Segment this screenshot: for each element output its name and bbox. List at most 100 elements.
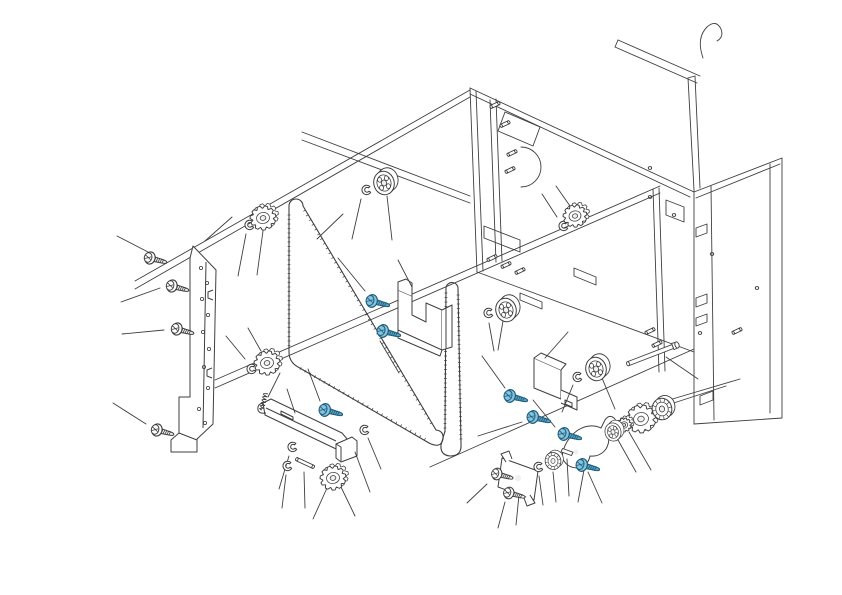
leader-line bbox=[566, 458, 570, 497]
belt-tooth bbox=[385, 416, 388, 419]
belt-tooth bbox=[414, 432, 417, 436]
standoff-pin-icon bbox=[731, 327, 743, 335]
belt-tooth bbox=[371, 407, 374, 411]
roller-icon bbox=[544, 449, 564, 471]
belt-tooth bbox=[399, 424, 402, 428]
chassis-standoffs bbox=[486, 101, 743, 348]
leader-line bbox=[112, 402, 147, 425]
belt-tooth bbox=[305, 214, 309, 217]
leader-line bbox=[481, 355, 506, 389]
gear-icon bbox=[562, 202, 590, 228]
panel-cutout bbox=[483, 225, 521, 253]
leader-line bbox=[665, 356, 699, 380]
belt-tooth bbox=[366, 405, 369, 408]
leader-line bbox=[587, 471, 603, 504]
leader-line bbox=[497, 501, 506, 529]
standoff-pin-icon bbox=[514, 267, 526, 275]
standoff-pin-icon bbox=[500, 261, 512, 269]
plate-hole bbox=[199, 296, 204, 301]
gear-icon bbox=[319, 463, 349, 491]
key-icon bbox=[560, 448, 574, 456]
standoff-pin-icon bbox=[504, 166, 516, 174]
belt-tooth bbox=[352, 397, 355, 400]
screw-highlighted-icon bbox=[526, 410, 552, 424]
harness-hook bbox=[699, 23, 723, 59]
leader-line bbox=[225, 335, 246, 360]
spring-icon bbox=[259, 393, 269, 411]
belt-tooth bbox=[342, 275, 346, 278]
leader-line bbox=[544, 331, 569, 359]
belt-tooth bbox=[339, 270, 343, 274]
pulley-icon bbox=[373, 167, 399, 196]
panel-hole bbox=[671, 213, 677, 217]
plate-hole bbox=[205, 312, 210, 317]
belt-tooth bbox=[337, 388, 340, 392]
screw-icon bbox=[170, 322, 195, 336]
leader-line bbox=[121, 329, 165, 335]
belt-tooth bbox=[313, 375, 316, 379]
panel-hole bbox=[709, 252, 715, 256]
retaining-clip-icon bbox=[483, 307, 494, 319]
leader-line bbox=[237, 233, 247, 277]
retaining-clip-icon bbox=[282, 460, 293, 472]
belt-tooth bbox=[342, 391, 345, 395]
pulley-icon bbox=[585, 353, 611, 382]
belt-tooth bbox=[311, 223, 315, 226]
plate-hole bbox=[198, 265, 203, 270]
belt-tooth bbox=[325, 247, 329, 250]
leader-line bbox=[286, 388, 296, 414]
retaining-clip-icon bbox=[359, 424, 370, 436]
belt-tooth bbox=[350, 289, 354, 292]
gear-icon bbox=[249, 203, 279, 231]
pulley-icon bbox=[604, 419, 625, 442]
panel-cutout-halfmoon bbox=[520, 146, 542, 188]
leader-line bbox=[367, 437, 382, 470]
plate-holes bbox=[196, 265, 211, 425]
leader-line bbox=[397, 259, 413, 288]
screw-icon bbox=[491, 467, 514, 481]
belt-tooth bbox=[418, 403, 422, 406]
belt-tooth bbox=[395, 421, 398, 425]
leader-line bbox=[552, 471, 557, 503]
standoff-pin-icon bbox=[486, 254, 498, 262]
belt-tooth bbox=[299, 367, 302, 370]
belt-tooth bbox=[317, 233, 320, 236]
leader-line bbox=[538, 475, 544, 506]
belt-tooth bbox=[365, 313, 368, 316]
panel-hole bbox=[647, 195, 653, 199]
belt-tooth bbox=[424, 412, 427, 415]
leader-line bbox=[312, 487, 328, 520]
screw-icon bbox=[503, 486, 526, 500]
roller-icon bbox=[651, 394, 676, 421]
belt-tooth bbox=[328, 383, 331, 387]
belt-tooth bbox=[398, 370, 402, 373]
panel-tab bbox=[573, 267, 597, 286]
leader-line bbox=[307, 368, 321, 402]
plate-hole bbox=[204, 280, 209, 285]
drive-shaft-icon bbox=[626, 341, 680, 367]
pin-icon bbox=[295, 457, 315, 469]
chassis-holes bbox=[647, 166, 760, 335]
plate-hole bbox=[206, 346, 211, 351]
belt-tooth bbox=[390, 356, 394, 359]
leader-line bbox=[532, 399, 556, 428]
leader-line bbox=[477, 421, 523, 437]
gear-icon bbox=[253, 348, 283, 376]
side-mounting-plate bbox=[170, 245, 217, 453]
retaining-clip-icon bbox=[533, 461, 544, 473]
belt-tooth bbox=[353, 294, 357, 297]
leader-line bbox=[204, 216, 233, 242]
retaining-clip-icon bbox=[572, 371, 583, 383]
belt-tooth bbox=[387, 351, 391, 354]
plate-hole bbox=[205, 385, 210, 390]
screw-highlighted-icon bbox=[318, 403, 344, 417]
belt-tooth bbox=[419, 435, 422, 438]
belt-tooth bbox=[359, 304, 363, 307]
screw-icon bbox=[165, 279, 190, 293]
retaining-clip-icon bbox=[246, 363, 257, 375]
panel-hole bbox=[697, 331, 703, 335]
standoff-pin-icon bbox=[651, 340, 663, 348]
belt-tooth bbox=[426, 417, 430, 420]
